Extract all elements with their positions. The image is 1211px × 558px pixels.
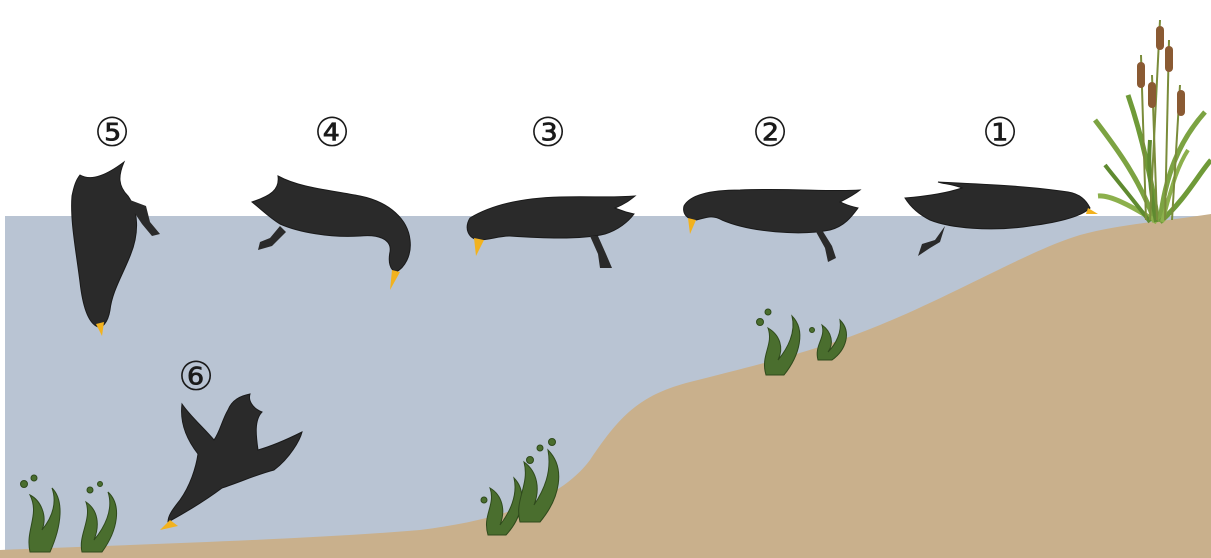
step-2-label: ② xyxy=(752,110,788,156)
step-4-label: ④ xyxy=(314,110,350,156)
step-3-label: ③ xyxy=(530,110,566,156)
step-1-label: ① xyxy=(982,110,1018,156)
step-6-label: ⑥ xyxy=(178,354,214,400)
step-5-label: ⑤ xyxy=(94,110,130,156)
